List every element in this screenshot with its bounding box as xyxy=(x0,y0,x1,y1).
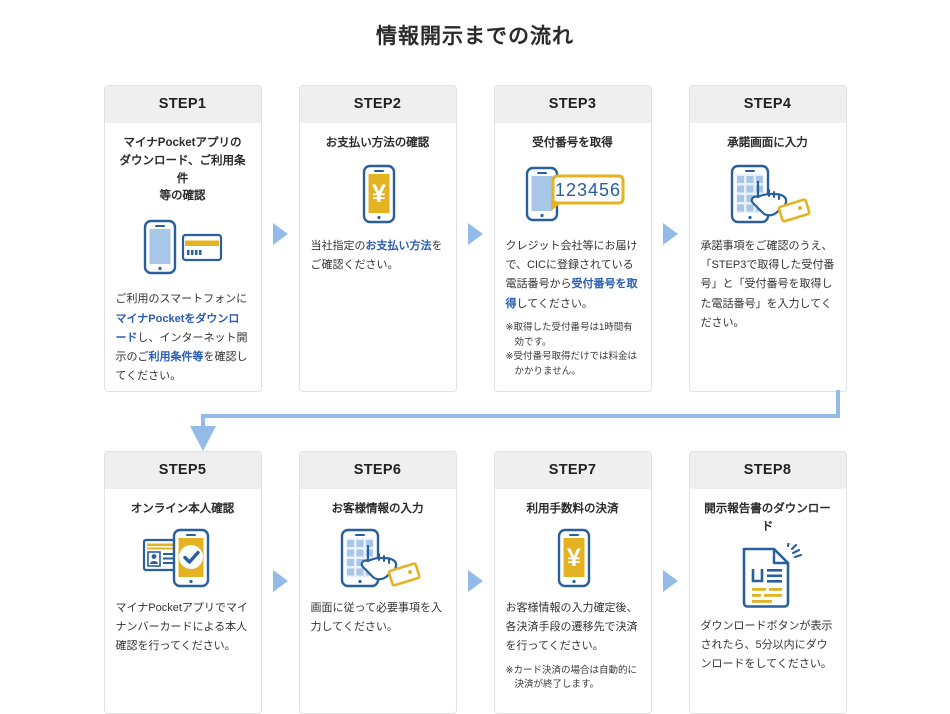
body-text: を確認してください。 xyxy=(115,351,248,383)
step-card-subtitle: 受付番号を取得 xyxy=(532,137,613,149)
triangle-right-shape xyxy=(662,569,678,592)
svg-text:123456: 123456 xyxy=(554,180,620,200)
step-card-subtitle: オンライン本人確認 xyxy=(130,503,235,515)
step-card-subtitle: 開示報告書のダウンロード xyxy=(704,503,831,533)
step-card-description: マイナPocketアプリでマイナンバーカードによる本人確認を行ってください。 xyxy=(116,599,250,657)
step-card-description: ご利用のスマートフォンにマイナPocketをダウンロードし、インターネット開示の… xyxy=(116,290,250,386)
body-text: ダウンロードボタンが表示されたら、5分以内にダウンロードをしてください。 xyxy=(700,619,833,671)
step-card-description: クレジット会社等にお届けで、CICに登録されている電話番号から受付番号を取得して… xyxy=(506,237,640,314)
note-line: ※受付番号取得だけでは料金はかかりません。 xyxy=(505,351,637,377)
triangle-right-icon xyxy=(457,85,494,392)
step-card-header: STEP4 xyxy=(689,86,846,123)
smartphone-yen-icon: ¥ xyxy=(506,528,640,588)
step-card-body: お支払い方法の確認 ¥ 当社指定のお支払い方法をご確認ください。 xyxy=(300,123,456,391)
step-card-header: STEP5 xyxy=(104,452,261,489)
step-card-header: STEP7 xyxy=(494,452,651,489)
highlighted-text: お支払い方法 xyxy=(365,239,432,252)
step-card-description: ダウンロードボタンが表示されたら、5分以内にダウンロードをしてください。 xyxy=(701,617,835,675)
triangle-right-shape xyxy=(467,569,483,592)
step-card-subtitle: お支払い方法の確認 xyxy=(325,137,430,149)
smartphone-tap-card-icon xyxy=(701,163,835,225)
body-text: をご確認ください。 xyxy=(310,239,443,272)
step-card-header: STEP1 xyxy=(104,86,261,123)
highlighted-text: 利用条件等 xyxy=(148,351,204,363)
id-card-smartphone-check-icon xyxy=(116,528,250,588)
triangle-right-icon xyxy=(652,85,689,392)
triangle-right-shape xyxy=(272,222,288,245)
step-card-subtitle: 承諾画面に入力 xyxy=(727,137,808,149)
triangle-right-shape xyxy=(467,222,483,245)
step-card-body: マイナPocketアプリのダウンロード、ご利用条件等の確認 ご利用のスマートフォ… xyxy=(105,123,261,391)
body-text: し、インターネット開示のご xyxy=(115,331,248,363)
note-line: ※取得した受付番号は1時間有効です。 xyxy=(505,321,633,348)
step-card-header: STEP8 xyxy=(689,452,846,489)
step-card-description: お客様情報の入力確定後、各決済手段の遷移先で決済を行ってください。 xyxy=(506,599,640,657)
step-card-body: 受付番号を取得 123456 クレジット会社等にお届けで、CICに登録されている… xyxy=(495,123,651,391)
triangle-right-icon xyxy=(457,451,494,714)
step-card-description: 承諾事項をご確認のうえ、「STEP3で取得した受付番号」と「受付番号を取得した電… xyxy=(701,237,835,333)
triangle-right-icon xyxy=(652,451,689,714)
triangle-right-shape xyxy=(662,222,678,245)
svg-text:¥: ¥ xyxy=(372,180,386,208)
row-connector-arrow xyxy=(190,390,840,451)
highlighted-text: マイナPocketをダウンロード xyxy=(115,312,240,344)
page-title: 情報開示までの流れ xyxy=(376,25,574,48)
body-text: 当社指定の xyxy=(310,239,366,252)
body-text: してください。 xyxy=(516,297,593,310)
step-card-header: STEP2 xyxy=(299,86,456,123)
body-text: 画面に従って必要事項を入力してください。 xyxy=(310,601,442,634)
step-card-notes: ※カード決済の場合は自動的に決済が終了します。 xyxy=(506,664,640,693)
smartphone-number-bubble-icon: 123456 xyxy=(506,163,640,225)
step-card-notes: ※取得した受付番号は1時間有効です。 ※受付番号取得だけでは料金はかかりません。 xyxy=(506,321,640,380)
highlighted-text: 受付番号を取得 xyxy=(505,278,638,310)
body-text: ご利用のスマートフォンに xyxy=(115,293,248,306)
step-card-header: STEP6 xyxy=(299,452,456,489)
step-card-body: 利用手数料の決済 ¥ お客様情報の入力確定後、各決済手段の遷移先で決済を行ってく… xyxy=(495,489,651,713)
body-text: お客様情報の入力確定後、各決済手段の遷移先で決済を行ってください。 xyxy=(505,601,638,653)
step-card-description: 画面に従って必要事項を入力してください。 xyxy=(311,599,445,638)
note-line: ※カード決済の場合は自動的に決済が終了します。 xyxy=(505,664,637,691)
triangle-right-icon xyxy=(262,451,299,714)
step-card-body: お客様情報の入力 画面に従って必要事項を入力してください。 xyxy=(300,489,456,713)
step-card-description: 当社指定のお支払い方法をご確認ください。 xyxy=(311,237,445,276)
document-download-icon xyxy=(701,542,835,608)
body-text: クレジット会社等にお届けで、CICに登録されている電話番号から xyxy=(505,239,638,291)
step-card-header: STEP3 xyxy=(494,86,651,123)
triangle-right-icon xyxy=(262,85,299,392)
step-card-body: 開示報告書のダウンロード ダウンロードボタンが表示されたら、5分以内にダウンロー… xyxy=(690,489,846,713)
step-card-subtitle: 利用手数料の決済 xyxy=(526,503,619,515)
smartphone-tap-card-icon xyxy=(311,528,445,588)
triangle-right-shape xyxy=(272,569,288,592)
smartphone-yen-icon: ¥ xyxy=(311,163,445,225)
step-card-body: オンライン本人確認 マイナPocketアプリでマイナンバーカードによる本人確認を… xyxy=(105,489,261,713)
body-text: 承諾事項をご確認のうえ、「STEP3で取得した受付番号」と「受付番号を取得した電… xyxy=(700,239,835,329)
svg-text:¥: ¥ xyxy=(567,544,581,572)
step-card-body: 承諾画面に入力 承諾事項をご確認のうえ、「STEP3で取得した受付番号」と「受付… xyxy=(690,123,846,391)
step-card-subtitle: お客様情報の入力 xyxy=(331,503,424,515)
smartphone-and-card-icon xyxy=(116,216,250,278)
body-text: マイナPocketアプリでマイナンバーカードによる本人確認を行ってください。 xyxy=(115,601,248,653)
step-card-subtitle: マイナPocketアプリのダウンロード、ご利用条件等の確認 xyxy=(119,137,246,203)
